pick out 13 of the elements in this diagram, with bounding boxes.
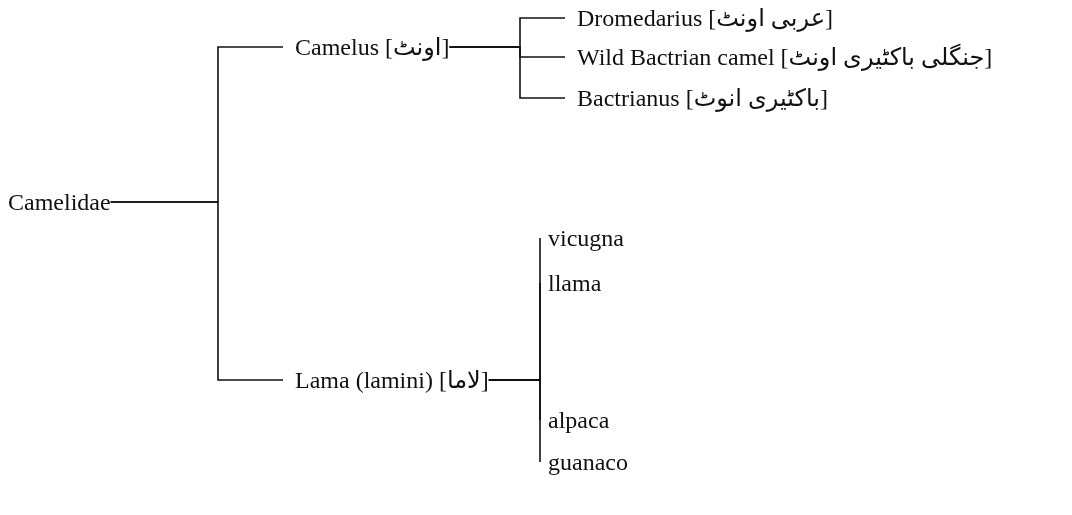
taxon-label: Camelidae — [8, 188, 111, 216]
taxon-label: alpaca — [540, 406, 610, 434]
tree-branch — [448, 46, 566, 99]
taxon-label: Lama (lamini) [لاما] — [283, 366, 489, 394]
tree-branch — [488, 379, 541, 463]
taxon-label: Bactrianus [باکٹیری انوٹ] — [565, 84, 828, 112]
taxon-label: llama — [540, 269, 602, 297]
taxon-label: Dromedarius [عربی اونٹ] — [565, 4, 834, 32]
taxon-label: Wild Bactrian camel [جنگلی باکٹیری اونٹ] — [565, 43, 993, 71]
taxon-label: Camelus [اونٹ] — [283, 33, 450, 61]
taxon-label: guanaco — [540, 448, 628, 476]
taxon-label: vicugna — [540, 224, 624, 252]
tree-branch — [109, 201, 284, 381]
